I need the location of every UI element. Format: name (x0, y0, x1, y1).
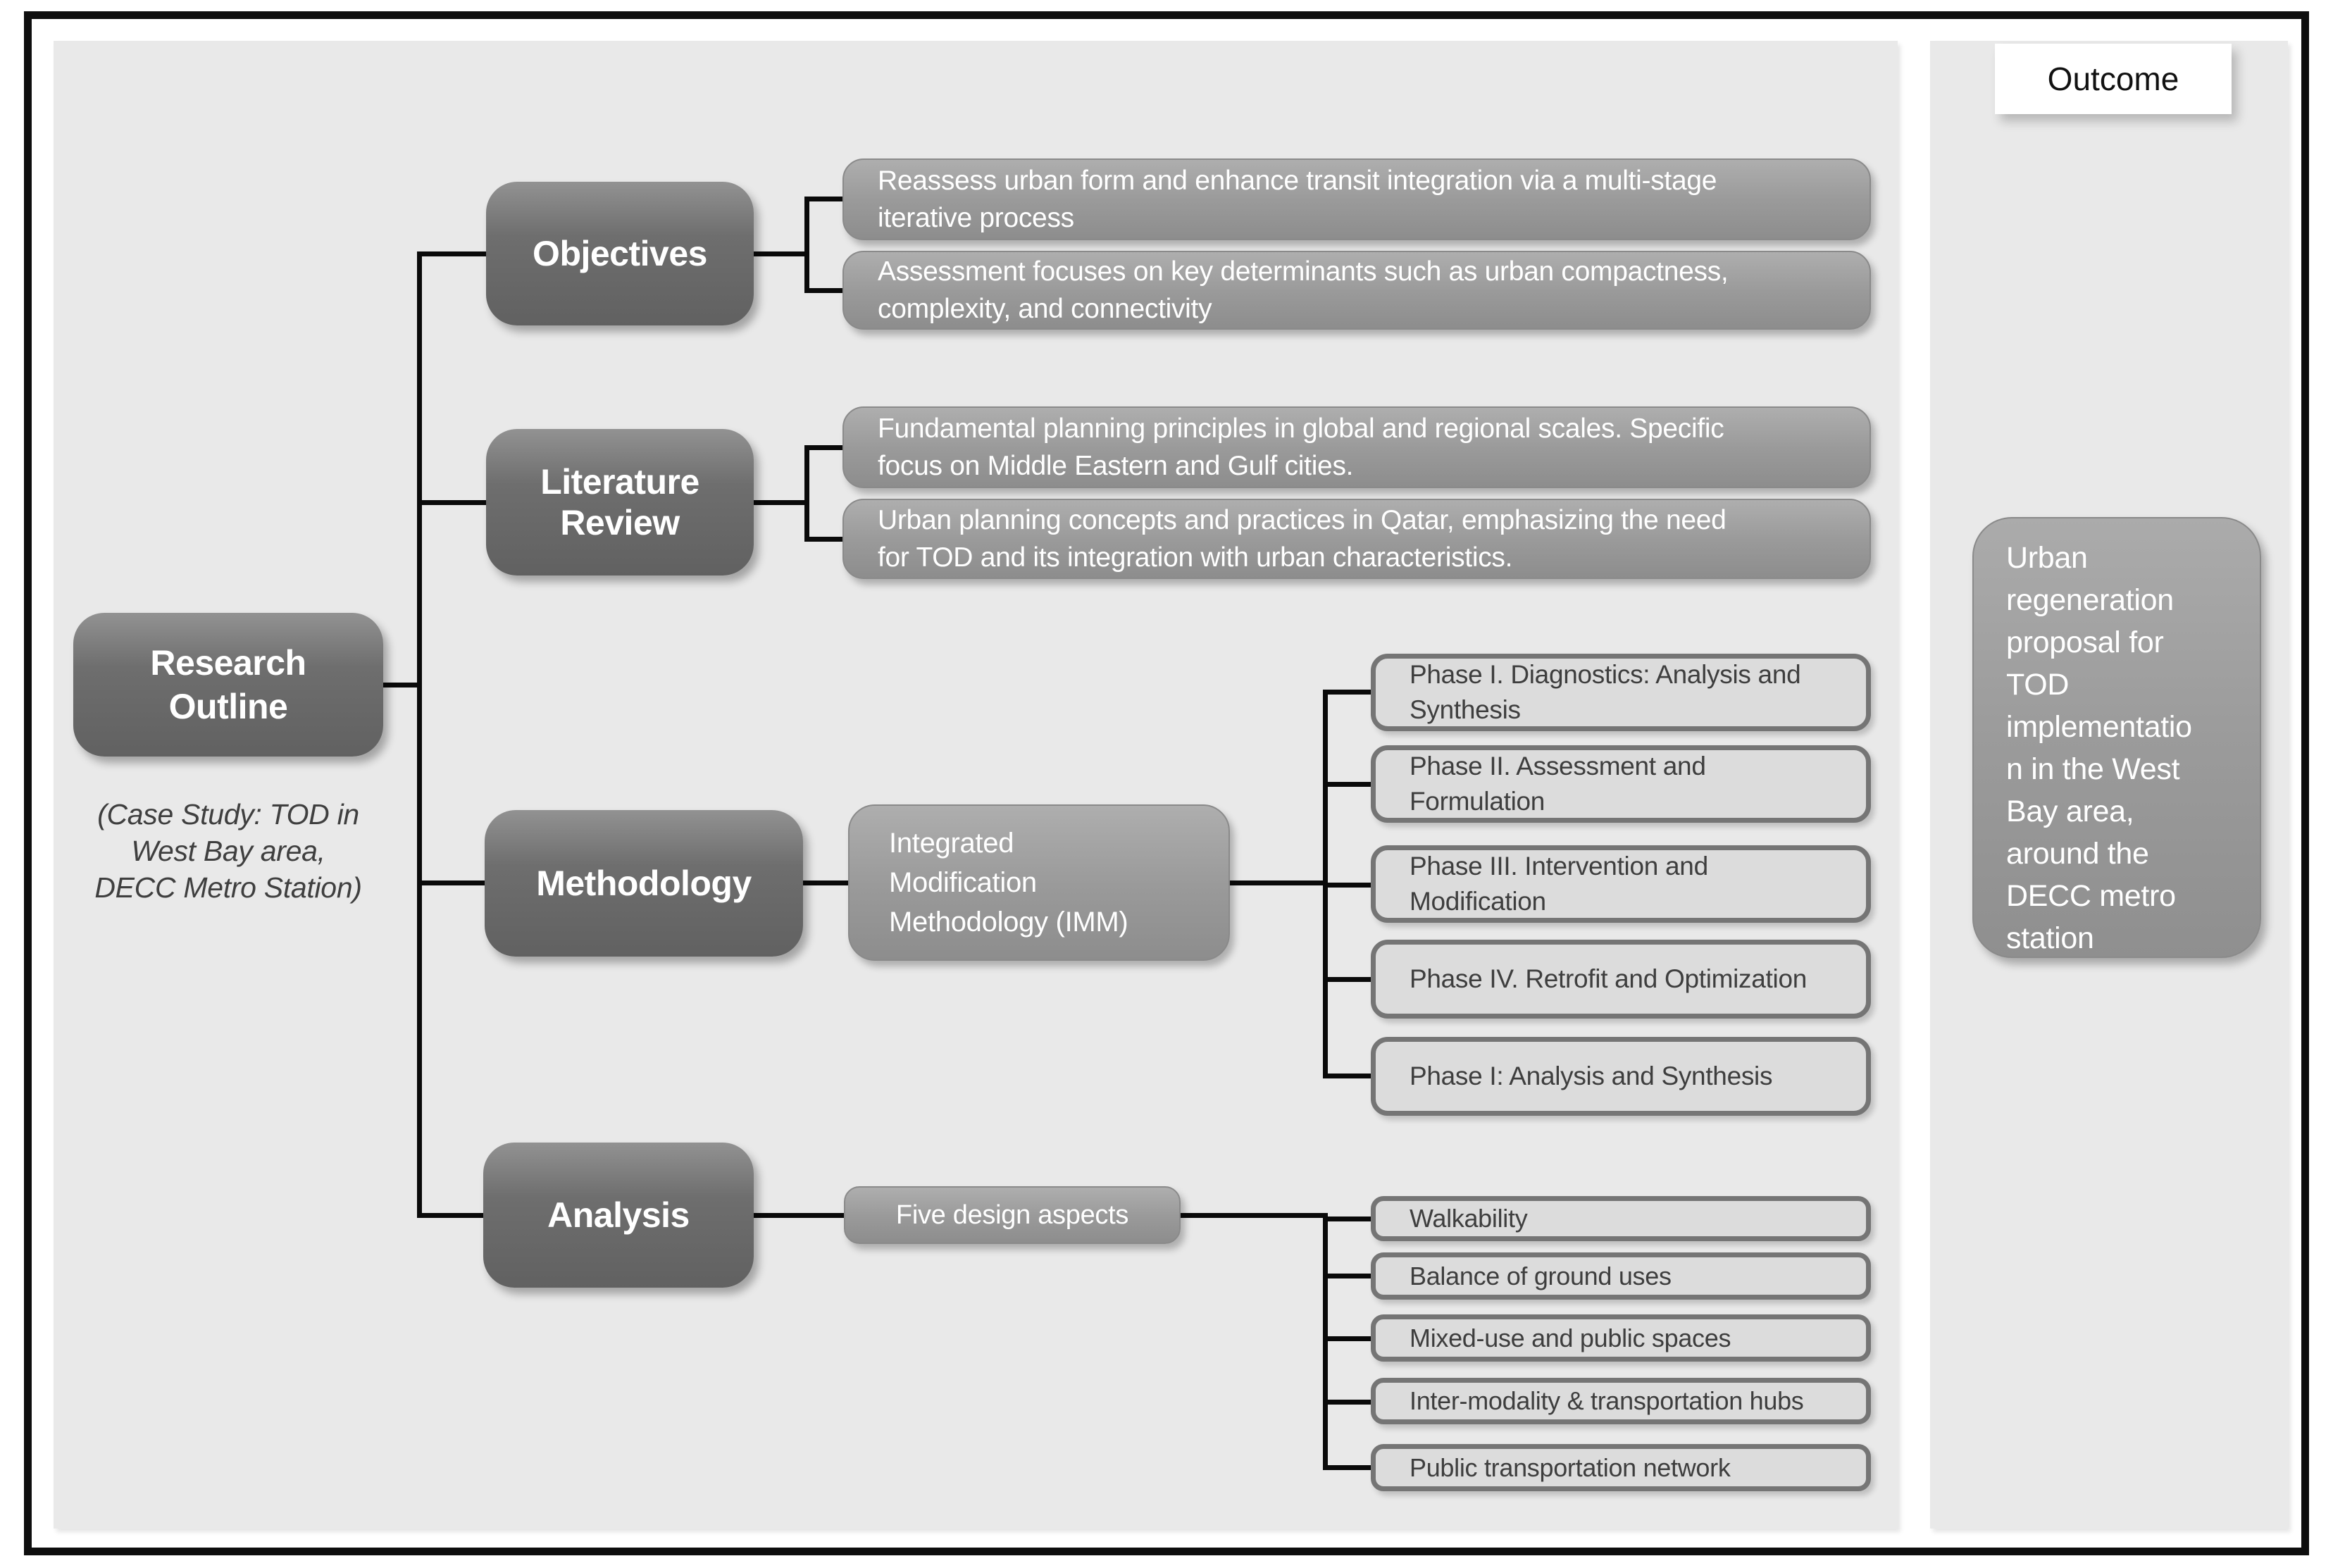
connector-stub-objectives (417, 251, 487, 256)
literature-item: Fundamental planning principles in globa… (842, 406, 1871, 488)
connector-literature-feed (752, 500, 809, 505)
connector-aspect5-stub (1323, 1465, 1372, 1470)
connector-aspect3-stub (1323, 1336, 1372, 1341)
connector-stub-literature (417, 500, 487, 505)
connector-imm-feed (1228, 881, 1328, 885)
outcome-box: Urban regeneration proposal for TOD impl… (1972, 517, 2261, 958)
connector-objectives-item1 (804, 197, 844, 201)
aspect-box: Inter-modality & transportation hubs (1371, 1378, 1871, 1424)
connector-root-feed (380, 683, 422, 687)
connector-aspects-bracket (1323, 1213, 1328, 1470)
branch-literature-review: Literature Review (486, 429, 754, 575)
connector-trunk (417, 251, 422, 1217)
phase-box: Phase II. Assessment and Formulation (1371, 745, 1871, 823)
branch-objectives: Objectives (486, 182, 754, 325)
research-outline-box: Research Outline (73, 613, 383, 757)
five-design-aspects-box: Five design aspects (844, 1186, 1181, 1244)
aspect-box: Public transportation network (1371, 1444, 1871, 1491)
case-study-caption: (Case Study: TOD in West Bay area, DECC … (94, 798, 362, 904)
aspect-box: Mixed-use and public spaces (1371, 1314, 1871, 1362)
connector-objectives-feed (752, 251, 809, 256)
connector-phase5-stub (1323, 1074, 1372, 1078)
connector-stub-methodology (417, 881, 486, 885)
connector-literature-bracket (804, 445, 809, 542)
phase-box: Phase III. Intervention and Modification (1371, 845, 1871, 923)
objectives-item: Assessment focuses on key determinants s… (842, 251, 1871, 330)
connector-phase2-stub (1323, 782, 1372, 787)
objectives-item: Reassess urban form and enhance transit … (842, 158, 1871, 240)
connector-aspect2-stub (1323, 1274, 1372, 1278)
imm-box: Integrated Modification Methodology (IMM… (848, 804, 1230, 961)
connector-stub-analysis (417, 1213, 485, 1218)
connector-literature-item2 (804, 537, 844, 542)
connector-aspects-feed (1179, 1213, 1328, 1218)
branch-methodology: Methodology (485, 810, 803, 957)
connector-phase4-stub (1323, 977, 1372, 982)
aspect-box: Balance of ground uses (1371, 1252, 1871, 1300)
literature-item: Urban planning concepts and practices in… (842, 499, 1871, 579)
connector-objectives-item2 (804, 288, 844, 293)
aspect-box: Walkability (1371, 1196, 1871, 1241)
phase-box: Phase IV. Retrofit and Optimization (1371, 940, 1871, 1019)
connector-phase3-stub (1323, 883, 1372, 888)
connector-analysis-feed (752, 1213, 845, 1218)
branch-analysis: Analysis (483, 1143, 754, 1288)
phase-box: Phase I: Analysis and Synthesis (1371, 1037, 1871, 1116)
connector-phase1-stub (1323, 690, 1372, 695)
connector-objectives-bracket (804, 197, 809, 293)
connector-methodology-feed (802, 881, 850, 885)
phase-box: Phase I. Diagnostics: Analysis and Synth… (1371, 654, 1871, 731)
outcome-heading: Outcome (1995, 44, 2232, 114)
connector-literature-item1 (804, 445, 844, 450)
connector-aspect1-stub (1323, 1217, 1372, 1221)
connector-aspect4-stub (1323, 1400, 1372, 1405)
